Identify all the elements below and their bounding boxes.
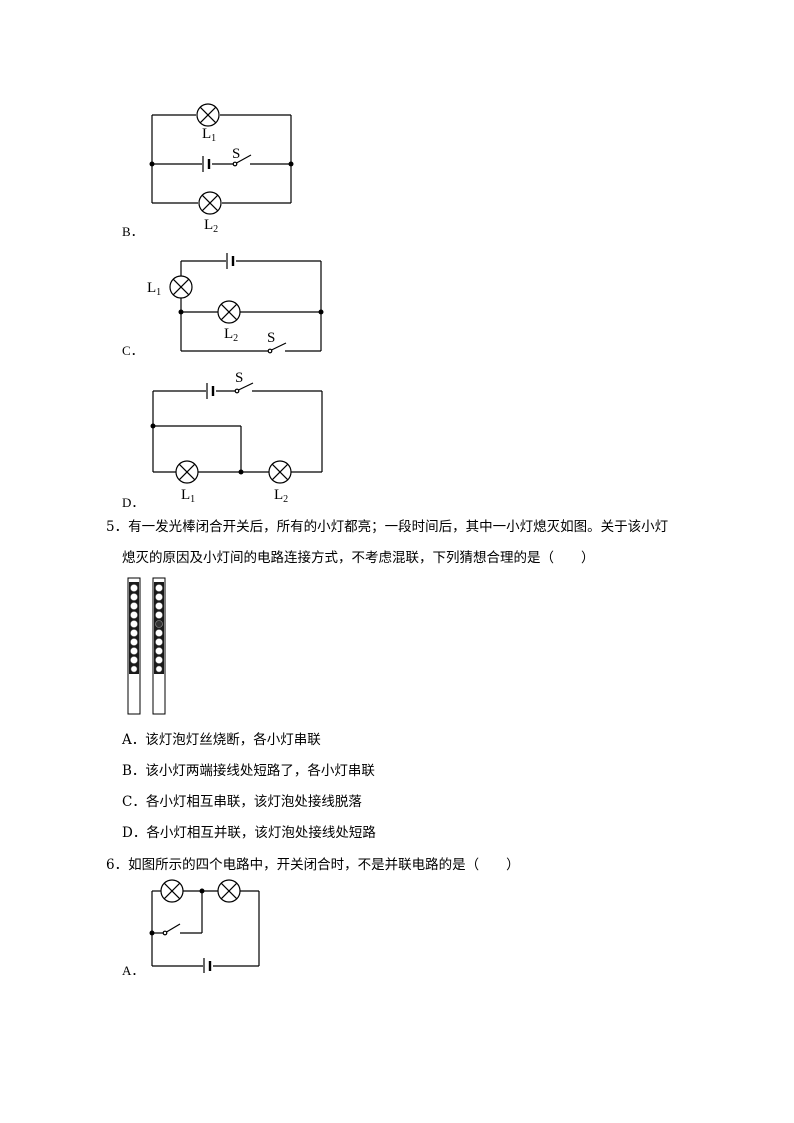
option-label-b: B． <box>122 224 144 239</box>
option-label-a: A． <box>122 963 145 978</box>
option-label-d: D． <box>122 495 145 510</box>
circuit-diagram-4b: L1 S L2 <box>149 103 294 235</box>
switch-label: S <box>235 370 243 386</box>
junction-dot <box>318 309 324 315</box>
lamp-label: L <box>147 280 156 296</box>
junction-dot <box>238 469 244 475</box>
svg-text:L1: L1 <box>202 126 216 144</box>
lamp-label: L <box>274 487 283 503</box>
svg-text:L1: L1 <box>147 280 161 298</box>
lamp-label: L <box>204 217 213 233</box>
junction-dot <box>149 930 155 936</box>
circuit-diagram-4c: L1 L2 S <box>147 253 324 354</box>
option-label-c: C． <box>122 343 144 358</box>
battery-icon <box>226 253 235 269</box>
junction-dot <box>288 161 294 167</box>
junction-dot <box>178 309 184 315</box>
svg-text:L2: L2 <box>224 326 238 344</box>
switch-icon <box>267 342 287 354</box>
lamp-icon <box>169 275 193 299</box>
lamp-icon <box>175 460 199 484</box>
svg-text:L2: L2 <box>204 217 218 235</box>
lamp-icon <box>160 879 184 903</box>
glow-rod-image <box>127 577 166 715</box>
battery-icon <box>202 156 211 172</box>
question-5-line-1: 5．有一发光棒闭合开关后，所有的小灯都亮；一段时间后，其中一小灯熄灭如图。关于该… <box>106 519 669 535</box>
option-b-text: B．该小灯两端接线处短路了，各小灯串联 <box>122 763 375 779</box>
svg-text:L2: L2 <box>274 487 288 505</box>
battery-icon <box>206 383 215 399</box>
question-5-line-2: 熄灭的原因及小灯间的电路连接方式，不考虑混联，下列猜想合理的是（ ） <box>122 550 595 566</box>
lamp-label: L <box>202 126 211 142</box>
lamp-icon <box>196 103 220 127</box>
switch-icon <box>162 923 181 936</box>
junction-dot <box>149 161 155 167</box>
lamp-icon <box>268 460 292 484</box>
junction-dot <box>150 423 156 429</box>
junction-dot <box>199 888 205 894</box>
switch-icon <box>232 154 252 167</box>
circuit-diagram-4d: S L1 L2 <box>150 370 323 505</box>
question-6-line-1: 6．如图所示的四个电路中，开关闭合时，不是并联电路的是（ ） <box>106 857 520 873</box>
option-a-text: A．该灯泡灯丝烧断，各小灯串联 <box>122 732 321 748</box>
lamp-icon <box>217 300 241 324</box>
lamp-icon <box>198 191 222 215</box>
lamp-icon <box>217 879 241 903</box>
circuit-diagram-6a <box>149 879 260 973</box>
switch-label: S <box>267 330 275 346</box>
svg-text:L1: L1 <box>181 487 195 505</box>
switch-icon <box>234 382 254 394</box>
lamp-label: L <box>224 326 233 342</box>
option-d-text: D．各小灯相互并联，该灯泡处接线处短路 <box>122 825 376 841</box>
battery-icon <box>203 958 212 973</box>
lamp-label: L <box>181 487 190 503</box>
switch-label: S <box>232 146 240 162</box>
option-c-text: C．各小灯相互串联，该灯泡处接线脱落 <box>122 794 362 810</box>
